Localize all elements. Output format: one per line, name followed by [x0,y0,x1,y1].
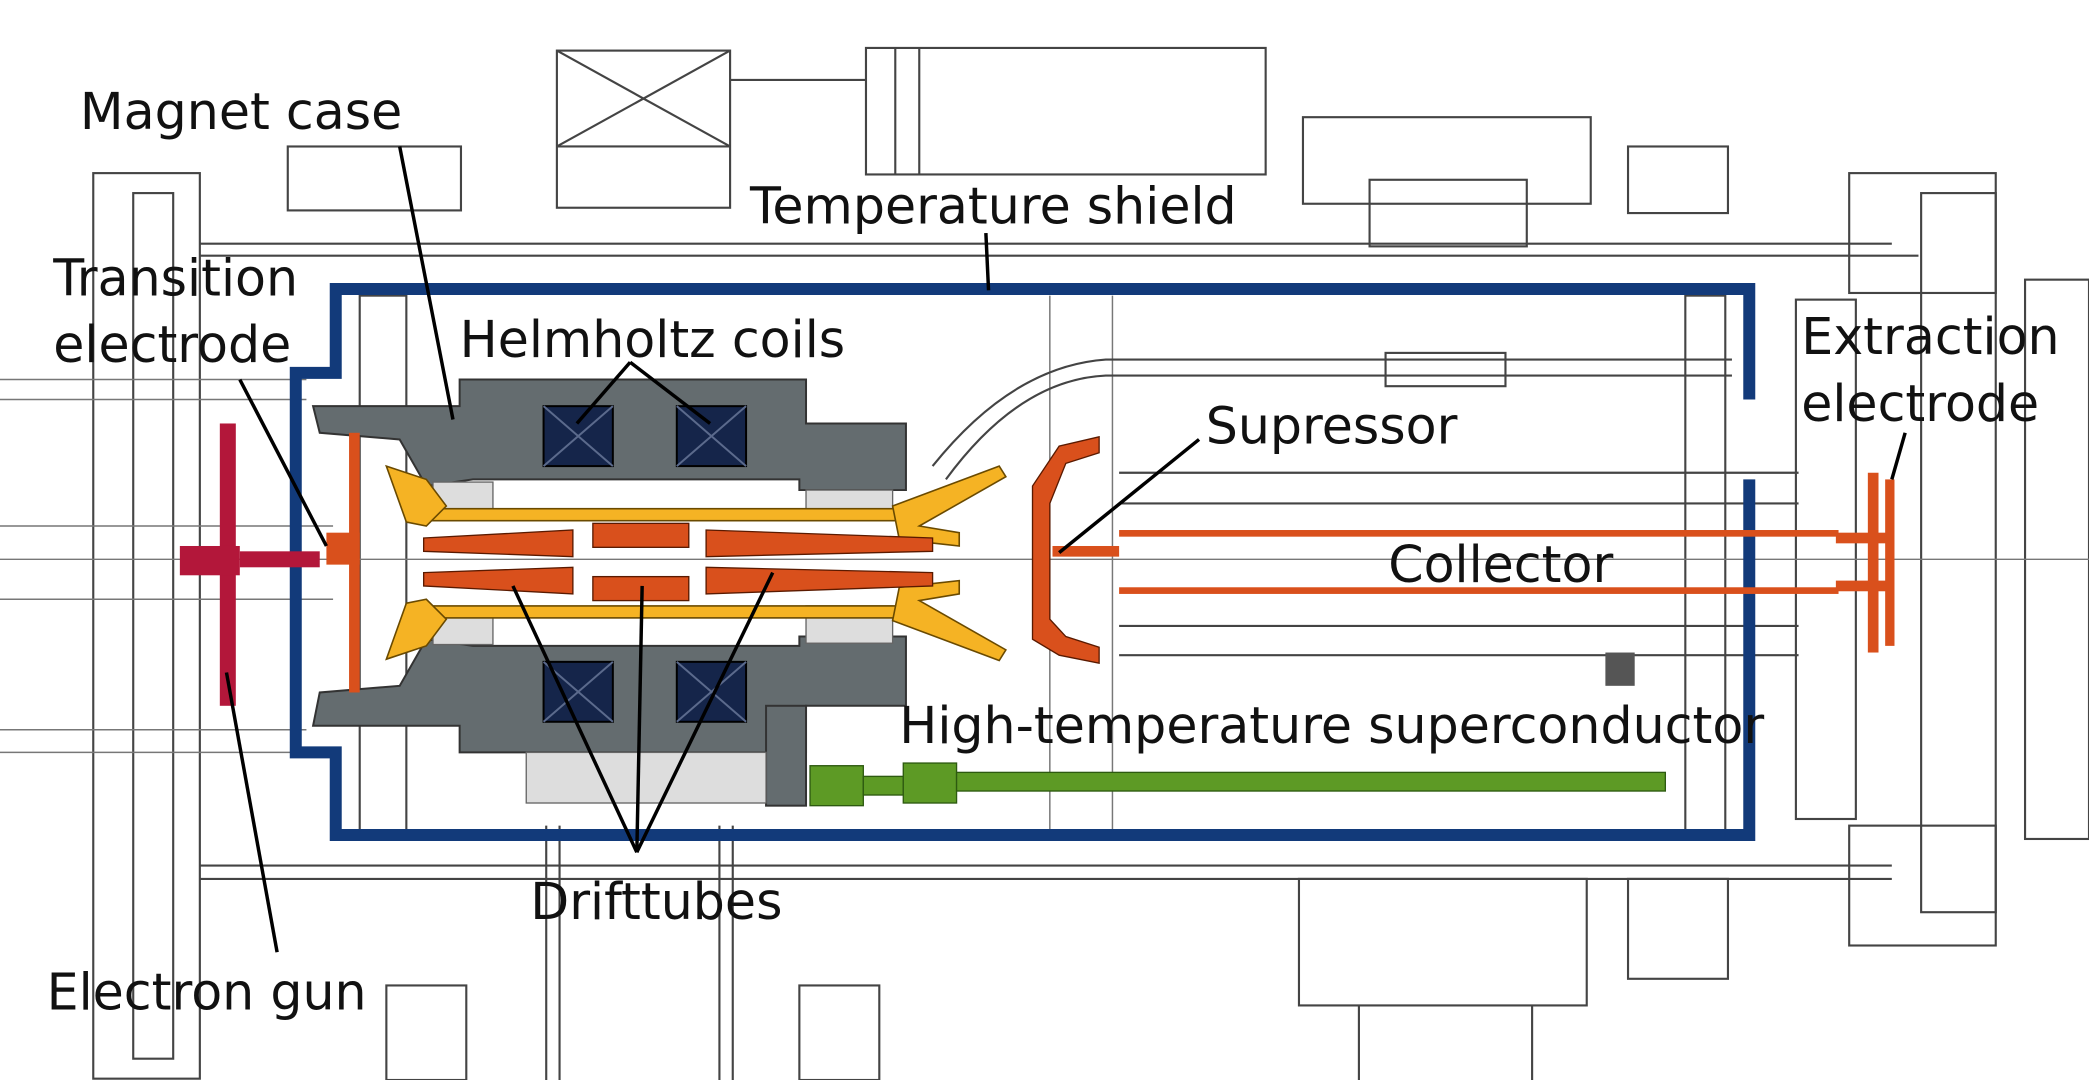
label-collector: Collector [1388,535,1613,594]
label-supressor: Supressor [1206,396,1458,455]
label-extraction-electrode-line2: electrode [1801,374,2039,433]
label-electron-gun: Electron gun [47,962,367,1021]
background-linework [0,46,2089,1080]
label-helmholtz-coils: Helmholtz coils [460,310,846,369]
suppressor [1031,435,1100,664]
high-temperature-superconductor [809,762,1667,807]
extraction-electrode [1835,472,1895,653]
label-magnet-case: Magnet case [80,82,402,141]
electron-gun [179,423,320,706]
label-transition-electrode-line2: electrode [53,315,291,374]
temperature-shield [289,282,1756,841]
collector [1119,530,1839,594]
leader-lines [224,146,1907,953]
label-temperature-shield: Temperature shield [749,177,1237,236]
drifttubes [422,522,934,602]
label-transition-electrode-line1: Transition [52,249,298,308]
label-hts: High-temperature superconductor [899,696,1764,755]
labels: Magnet case Temperature shield Transitio… [47,82,2060,1021]
label-extraction-electrode-line1: Extraction [1801,307,2059,366]
label-drifttubes: Drifttubes [530,872,782,931]
suppressor-core [1052,545,1120,557]
transition-electrode [326,432,360,693]
helmholtz-coils [542,405,748,723]
